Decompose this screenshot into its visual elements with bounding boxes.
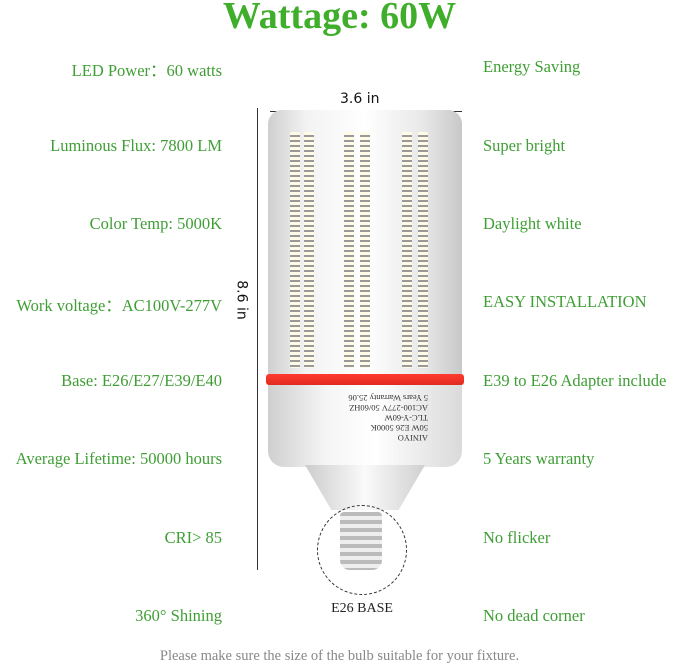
height-dimension-line xyxy=(257,108,258,570)
e26-screw-base xyxy=(340,512,382,570)
base-label: E26 BASE xyxy=(331,601,393,616)
wattage-title: Wattage: 60W xyxy=(222,0,457,37)
feature-right: Super bright xyxy=(483,136,566,155)
feature-right: EASY INSTALLATION xyxy=(483,292,647,311)
footer-note: Please make sure the size of the bulb su… xyxy=(159,648,520,664)
feature-left: Base: E26/E27/E39/E40 xyxy=(61,371,222,390)
feature-right: No flicker xyxy=(483,528,551,547)
feature-right: E39 to E26 Adapter include xyxy=(483,371,667,390)
height-dimension-label: 8.6 in xyxy=(233,280,250,320)
feature-right: Daylight white xyxy=(483,214,582,233)
bulb-lower-housing xyxy=(268,385,462,467)
feature-left: CRI> 85 xyxy=(164,528,222,547)
base-highlight-circle xyxy=(317,505,407,595)
feature-left: Color Temp: 5000K xyxy=(89,214,222,233)
feature-left: Work voltage：AC100V-277V xyxy=(16,296,222,315)
feature-right: 5 Years warranty xyxy=(483,449,595,468)
feature-right: No dead corner xyxy=(483,606,585,625)
width-dimension-label: 3.6 in xyxy=(340,91,380,107)
feature-left: LED Power：60 watts xyxy=(71,61,222,80)
bulb-neck xyxy=(305,465,425,510)
bulb-body xyxy=(268,110,462,376)
feature-right: Energy Saving xyxy=(483,57,581,76)
feature-left: 360° Shining xyxy=(135,606,222,625)
feature-left: Luminous Flux: 7800 LM xyxy=(50,136,222,155)
red-band xyxy=(266,374,464,385)
feature-left: Average Lifetime: 50000 hours xyxy=(15,449,222,468)
